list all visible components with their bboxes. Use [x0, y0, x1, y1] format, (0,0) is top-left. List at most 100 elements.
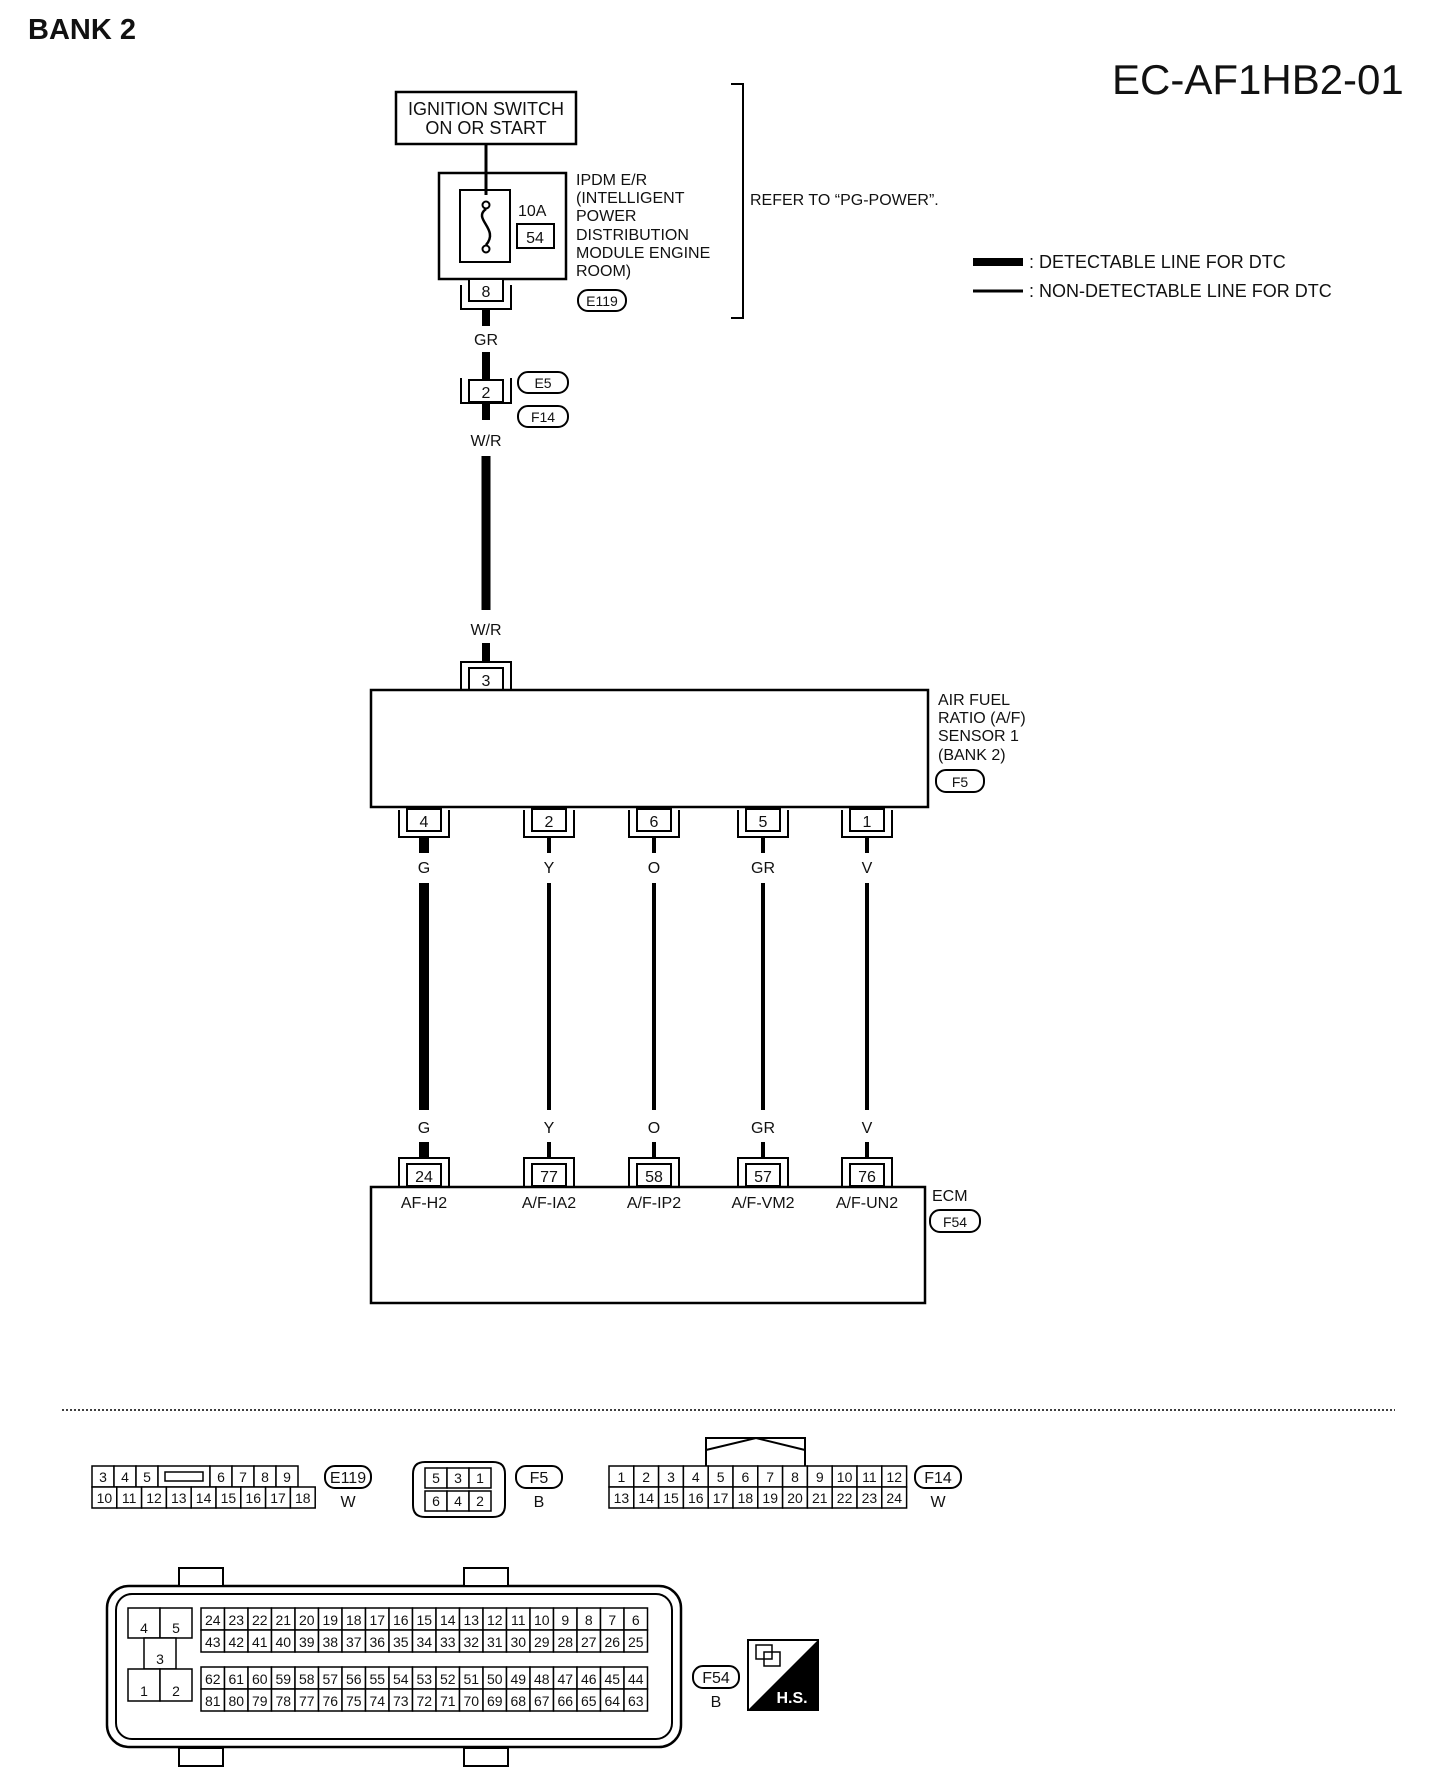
f14-pin: 2 [642, 1469, 650, 1485]
diagram-code: EC-AF1HB2-01 [1112, 56, 1404, 103]
f54-left-cell [127, 1668, 161, 1702]
fuse-icon [480, 207, 492, 246]
f14-pin: 1 [618, 1469, 626, 1485]
e119-blank [157, 1465, 211, 1488]
f14-pin: 15 [663, 1490, 679, 1506]
f14-tag [914, 1465, 962, 1489]
af-sensor: AIR FUEL RATIO (A/F) SENSOR 1 (BANK 2) F… [369, 688, 1026, 809]
legend-non-detectable-text: : NON-DETECTABLE LINE FOR DTC [1029, 281, 1332, 301]
f14-pin: 11 [862, 1469, 877, 1485]
wire-gr-label: GR [474, 332, 498, 349]
f54-pin: 51 [463, 1671, 479, 1687]
f54-pin: 24 [205, 1612, 221, 1628]
terminal-box [849, 808, 885, 832]
e119-pin: 3 [99, 1469, 107, 1485]
f54-pin: 64 [604, 1693, 620, 1709]
f54-pin: 29 [534, 1634, 550, 1650]
f54-pin: 66 [557, 1693, 573, 1709]
f14-color: W [930, 1494, 946, 1511]
sensor-pin: 5 [759, 814, 768, 831]
f14-pin: 22 [837, 1490, 853, 1506]
junction-connector: 2 E5 F14 [460, 371, 569, 428]
f54-pin: 58 [299, 1671, 315, 1687]
f54-cell [623, 1688, 649, 1712]
hs-label: H.S. [776, 1690, 807, 1707]
sensor-input-terminal: 3 [460, 661, 512, 691]
f54-housing-inner [115, 1593, 673, 1740]
ipdm-label-line: ROOM) [576, 263, 631, 280]
f54-pin: 41 [252, 1634, 268, 1650]
e119-pin: 11 [122, 1490, 137, 1506]
e119-pin: 5 [143, 1469, 151, 1485]
f14-pin: 10 [837, 1469, 853, 1485]
f14-pin: 3 [667, 1469, 675, 1485]
wire-color-label: O [648, 1120, 660, 1137]
e119-pin: 16 [245, 1490, 261, 1506]
f54-pin: 22 [252, 1612, 268, 1628]
page-title: BANK 2 [28, 14, 136, 46]
terminal-box [406, 808, 442, 832]
f14-id: F14 [924, 1470, 952, 1487]
f54-pin: 9 [561, 1612, 569, 1628]
signal-wires: 4GG24AF-H22YY77A/F-IA26OO58A/F-IP25GRGR5… [398, 808, 898, 1212]
ignition-switch: IGNITION SWITCH ON OR START [394, 90, 578, 146]
f5-pin: 3 [454, 1470, 462, 1486]
f54-pin: 57 [322, 1671, 338, 1687]
wire-wr-label-top: W/R [470, 433, 501, 450]
f54-lock-tab [178, 1747, 224, 1767]
f54-pin: 47 [557, 1671, 573, 1687]
f54-pin: 44 [628, 1671, 644, 1687]
f54-pin: 53 [416, 1671, 432, 1687]
ignition-line1: IGNITION SWITCH [408, 99, 564, 119]
ecm-pin: 77 [540, 1169, 558, 1186]
f14-pin: 16 [688, 1490, 704, 1506]
f54-pin: 70 [463, 1693, 479, 1709]
f14-pin: 24 [886, 1490, 902, 1506]
f54-pin: 50 [487, 1671, 503, 1687]
f54-pin: 20 [299, 1612, 315, 1628]
f54-left-cell [159, 1607, 193, 1639]
f54-pin: 39 [299, 1634, 315, 1650]
f54-housing-outer [105, 1584, 683, 1749]
f54-pin: 23 [228, 1612, 244, 1628]
ecm-connector: F54 [943, 1214, 967, 1230]
ecm-signal-label: A/F-VM2 [731, 1195, 794, 1212]
f54-left-pin: 3 [156, 1651, 164, 1667]
f54-pin: 78 [275, 1693, 291, 1709]
f14-latch-arrow [705, 1436, 806, 1451]
sensor-pin: 6 [650, 814, 659, 831]
f54-pin: 10 [534, 1612, 550, 1628]
ecm-label: ECM [932, 1188, 968, 1205]
refer-bracket: REFER TO “PG-POWER”. [731, 83, 939, 319]
ecm: ECM F54 [369, 1185, 981, 1305]
ecm-signal-label: A/F-IA2 [522, 1195, 576, 1212]
terminal-box [636, 808, 672, 832]
f5-pin: 2 [476, 1493, 484, 1509]
f54-pin: 13 [463, 1612, 479, 1628]
terminal-box [745, 808, 781, 832]
terminal-bracket [841, 1157, 893, 1187]
junction-connector-e5: E5 [534, 375, 551, 391]
sensor-label-line: AIR FUEL [938, 692, 1010, 709]
f54-pin: 11 [511, 1612, 526, 1628]
e119-pin: 8 [261, 1469, 269, 1485]
f54-id: F54 [702, 1670, 730, 1687]
f54-pin: 72 [416, 1693, 432, 1709]
f14-pin: 17 [713, 1490, 729, 1506]
f54-color: B [711, 1694, 722, 1711]
e119-pin: 17 [270, 1490, 286, 1506]
f54-lock-tab [463, 1567, 509, 1587]
ecm-pin: 24 [415, 1169, 433, 1186]
f5-pin: 6 [432, 1493, 440, 1509]
f54-pin: 7 [608, 1612, 616, 1628]
e119-pin: 13 [171, 1490, 187, 1506]
terminal-bracket [628, 1157, 680, 1187]
ipdm-label-line: IPDM E/R [576, 172, 647, 189]
f54-pin: 8 [585, 1612, 593, 1628]
f54-lock-tab [178, 1567, 224, 1587]
e119-pin: 14 [196, 1490, 212, 1506]
